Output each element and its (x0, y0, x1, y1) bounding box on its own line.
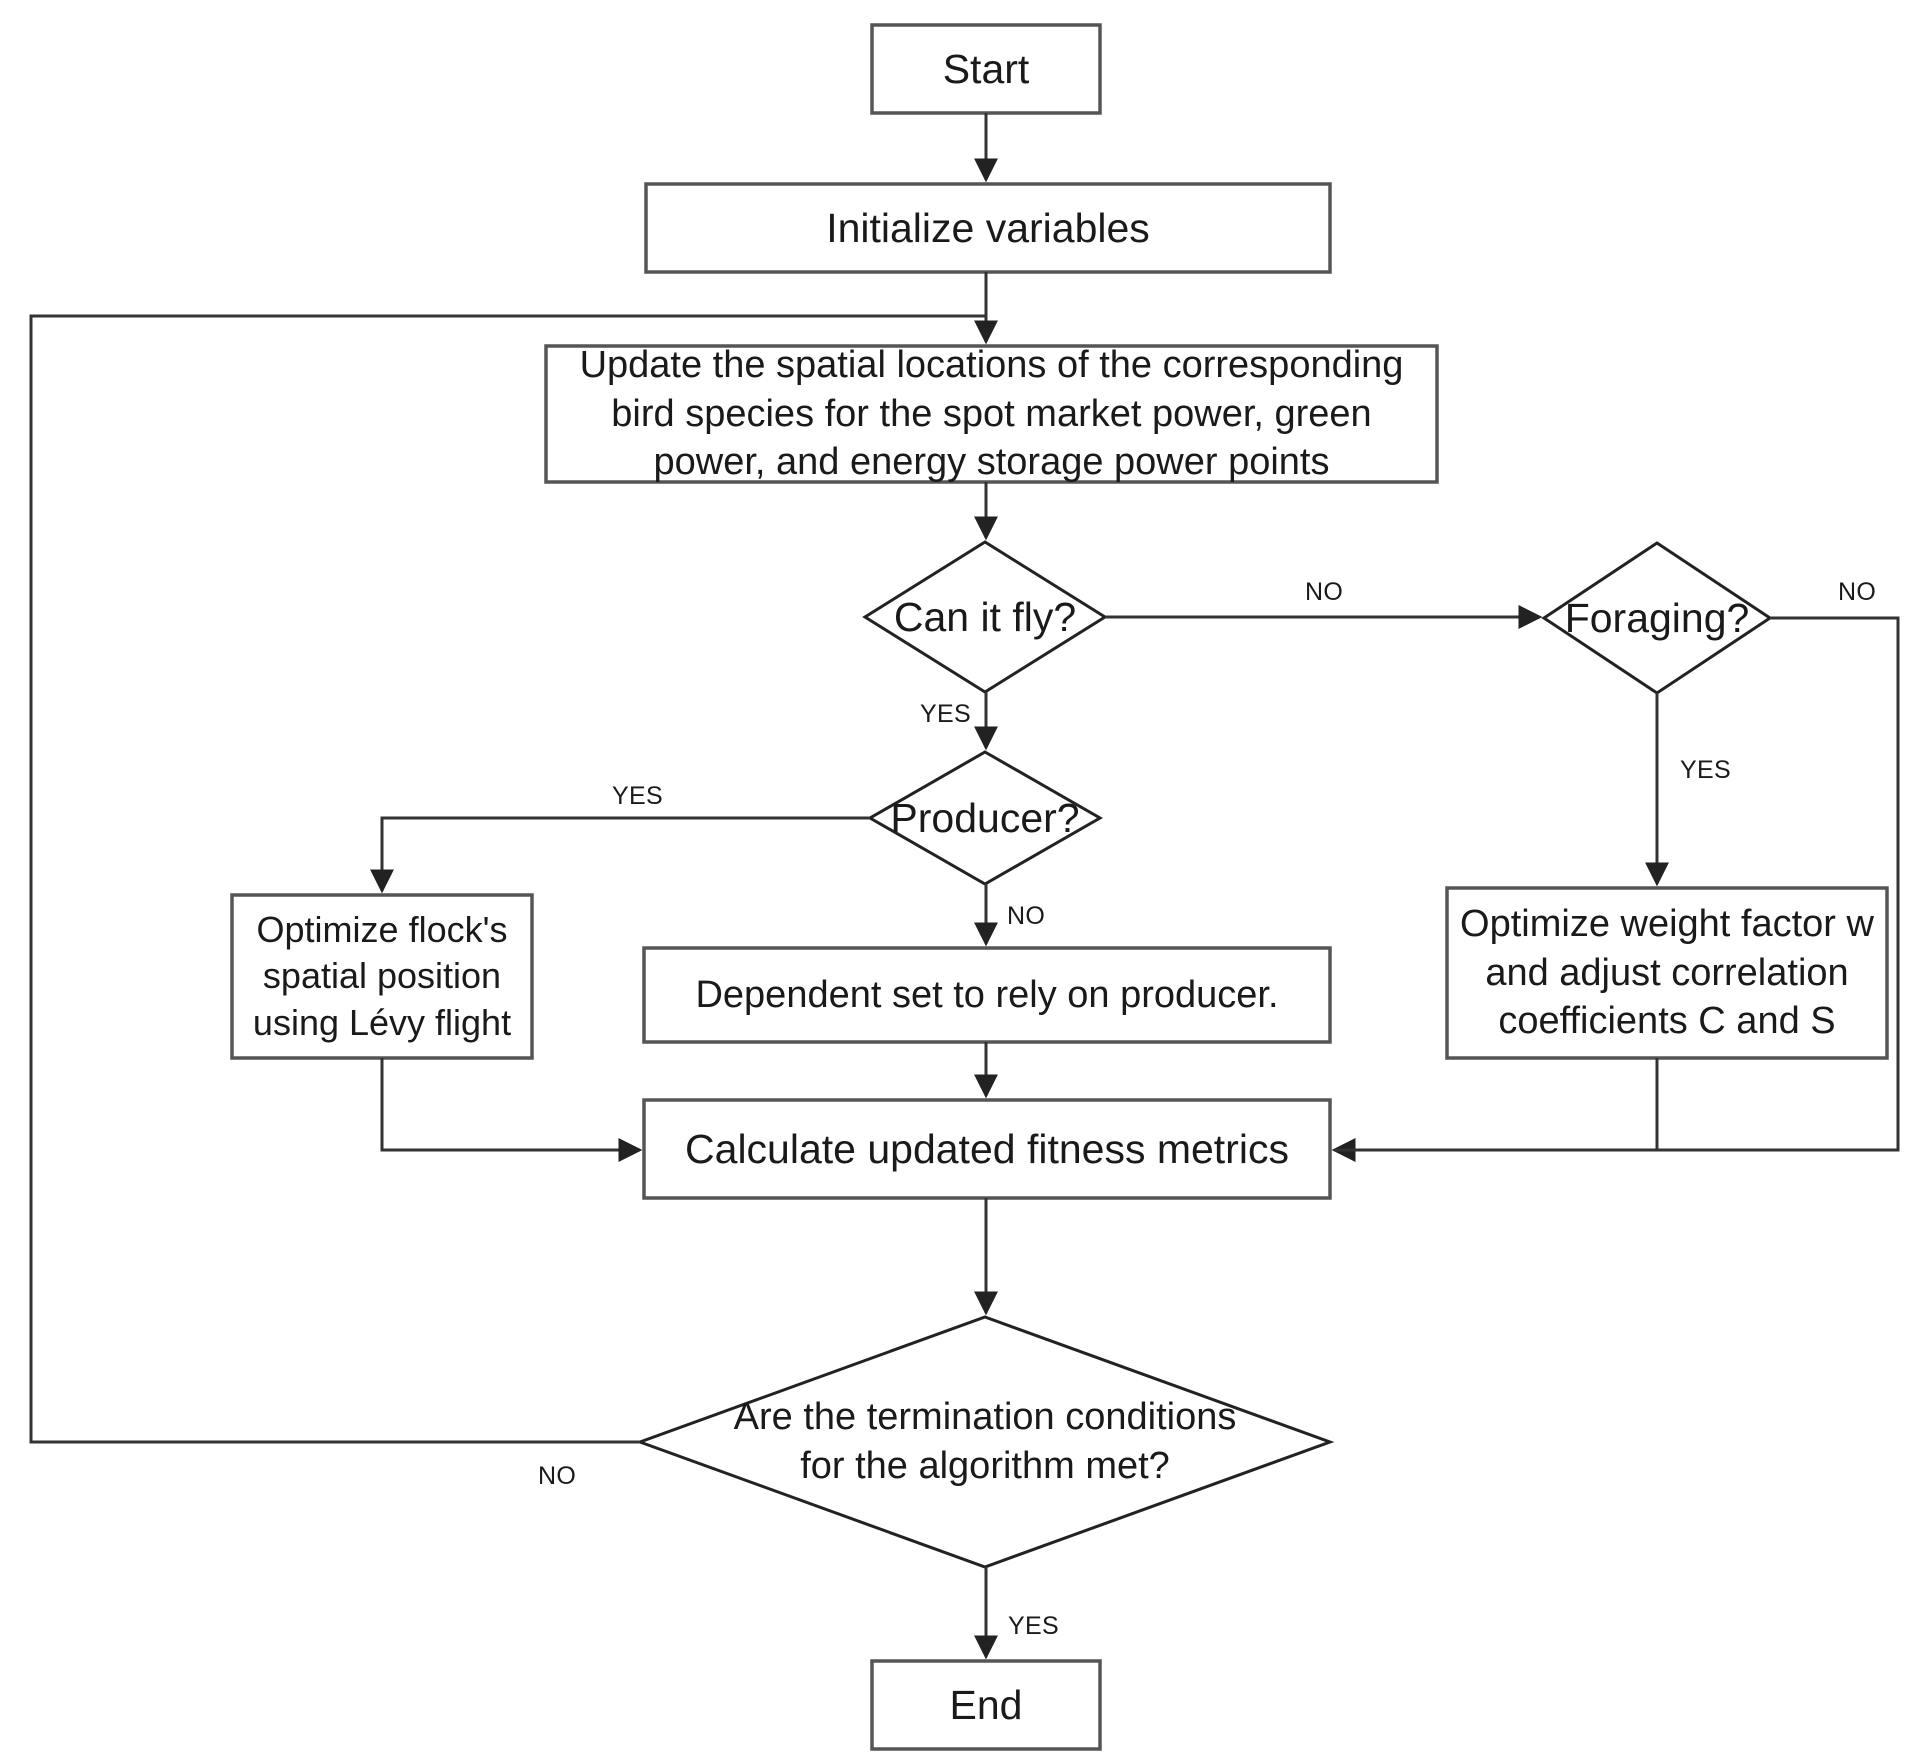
edge-foraging-no-to-fitness (1331, 616, 1900, 1162)
edge-weight-to-fitness (1334, 1058, 1659, 1152)
node-levy-flight-shape[interactable] (230, 893, 534, 1060)
node-end-shape[interactable] (870, 1659, 1102, 1751)
edge-termination-no-to-update (29, 314, 986, 1444)
edge-label-foraging-no: NO (1838, 578, 1877, 606)
node-can-fly-shape[interactable] (862, 540, 1108, 694)
edge-label-can-fly-no: NO (1305, 578, 1344, 606)
edge-label-can-fly-yes: YES (920, 700, 971, 728)
node-fitness-shape[interactable] (642, 1098, 1332, 1200)
node-producer-shape[interactable] (866, 750, 1104, 886)
edge-label-producer-yes: YES (612, 782, 663, 810)
node-initialize-shape[interactable] (644, 182, 1332, 274)
node-start-shape[interactable] (870, 23, 1102, 115)
node-termination-shape[interactable] (635, 1315, 1335, 1569)
edge-label-foraging-yes: YES (1680, 756, 1731, 784)
edge-levy-to-fitness (380, 1058, 643, 1162)
node-update-positions-shape[interactable] (544, 344, 1439, 484)
node-dependent-shape[interactable] (642, 946, 1332, 1044)
edge-producer-yes-to-levy (370, 816, 870, 894)
edge-label-termination-no: NO (538, 1462, 577, 1490)
node-weight-factor-shape[interactable] (1445, 886, 1889, 1060)
node-foraging-shape[interactable] (1541, 541, 1773, 695)
edge-label-producer-no: NO (1007, 902, 1046, 930)
edge-label-termination-yes: YES (1008, 1612, 1059, 1640)
